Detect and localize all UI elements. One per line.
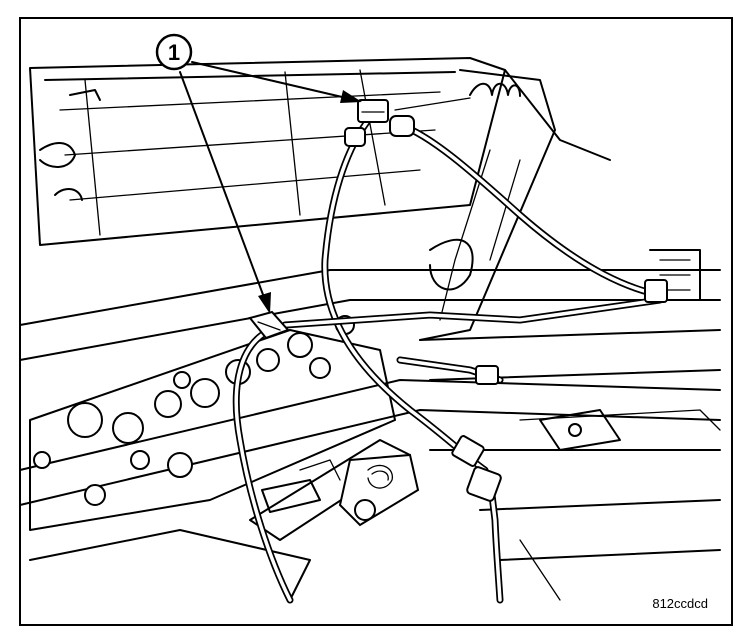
callout-leader-lines (179, 61, 362, 314)
wire-clip-lower (248, 310, 290, 340)
figure-border (19, 17, 733, 626)
wiring-harness (232, 114, 668, 604)
figure-code: 812ccdcd (652, 596, 708, 611)
callout-1: 1 (155, 33, 193, 71)
wire-clip-upper (344, 99, 415, 147)
vehicle-structure-drawing (19, 57, 721, 601)
callout-number: 1 (168, 40, 180, 65)
